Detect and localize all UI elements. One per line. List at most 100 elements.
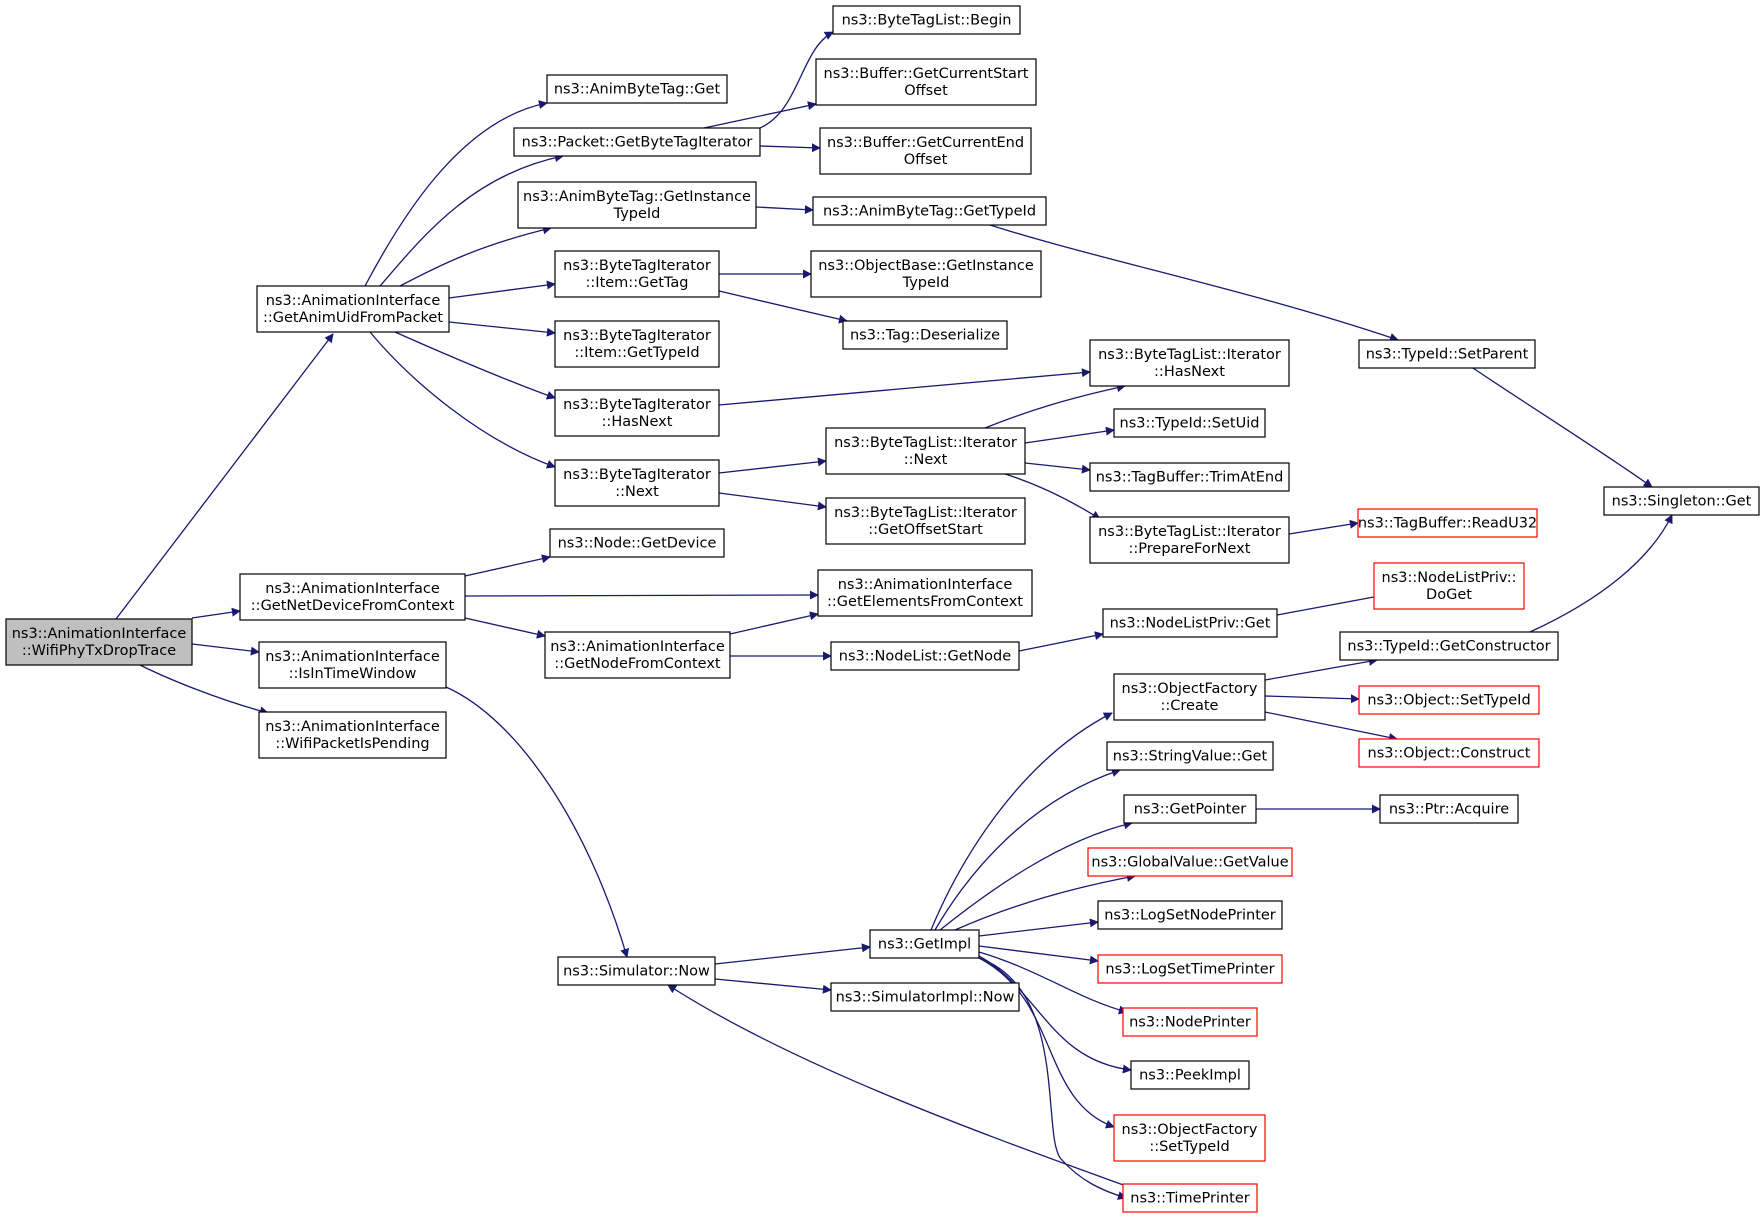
node-logSetTimePrinter[interactable]: ns3::LogSetTimePrinter <box>1097 954 1283 984</box>
node-label: ns3::ObjectFactory <box>1122 1122 1258 1138</box>
call-nodes: ns3::AnimationInterface::WifiPhyTxDropTr… <box>5 5 1760 1213</box>
node-typeIdSetUid[interactable]: ns3::TypeId::SetUid <box>1113 408 1266 438</box>
edge-getAnimUid-to-btiHasNext <box>394 331 556 400</box>
node-getPointer[interactable]: ns3::GetPointer <box>1123 794 1257 824</box>
node-label: ::PrepareForNext <box>1129 541 1251 557</box>
node-label: ns3::ByteTagIterator <box>563 258 711 274</box>
node-box <box>812 196 1047 226</box>
node-btiItemGetTypeId[interactable]: ns3::ByteTagIterator::Item::GetTypeId <box>554 320 720 368</box>
node-globalValueGetValue[interactable]: ns3::GlobalValue::GetValue <box>1087 847 1293 877</box>
node-getImpl[interactable]: ns3::GetImpl <box>869 929 980 959</box>
node-label: ns3::TagBuffer::ReadU32 <box>1358 516 1537 532</box>
node-label: ::Next <box>615 484 659 500</box>
node-stringValueGet[interactable]: ns3::StringValue::Get <box>1106 741 1274 771</box>
node-box <box>1339 631 1559 661</box>
node-label: ns3::GetPointer <box>1134 802 1247 818</box>
node-box <box>815 58 1037 106</box>
node-box <box>557 956 716 986</box>
node-label: ns3::TypeId::GetConstructor <box>1347 639 1550 655</box>
node-tagBufferReadU32[interactable]: ns3::TagBuffer::ReadU32 <box>1357 508 1538 538</box>
node-label: ns3::NodeListPriv:: <box>1382 570 1517 586</box>
node-nodeListPrivDoGet[interactable]: ns3::NodeListPriv::DoGet <box>1373 562 1525 610</box>
node-logSetNodePrinter[interactable]: ns3::LogSetNodePrinter <box>1097 900 1283 930</box>
node-label: ns3::Node::GetDevice <box>558 536 717 552</box>
node-root[interactable]: ns3::AnimationInterface::WifiPhyTxDropTr… <box>5 618 193 666</box>
node-label: ::HasNext <box>1154 364 1225 380</box>
edge-btlIterNext-to-btlIterPrepareForNext <box>1004 473 1101 520</box>
node-label: ::Next <box>904 452 948 468</box>
node-box <box>1102 608 1278 638</box>
node-btlIterGetOffsetStart[interactable]: ns3::ByteTagList::Iterator::GetOffsetSta… <box>825 497 1026 545</box>
edge-getAnimUid-to-packetGetByteTagIter <box>379 153 564 287</box>
node-nodePrinter[interactable]: ns3::NodePrinter <box>1122 1007 1258 1037</box>
node-box <box>1122 1183 1258 1213</box>
node-btlBegin[interactable]: ns3::ByteTagList::Begin <box>832 5 1021 35</box>
node-box <box>1089 462 1290 492</box>
node-simulatorNow[interactable]: ns3::Simulator::Now <box>557 956 716 986</box>
node-objectConstruct[interactable]: ns3::Object::Construct <box>1358 738 1540 768</box>
edge-nodeListGetNode-to-nodeListPrivGet <box>1018 631 1104 652</box>
edge-btlIterNext-to-btlIterHasNext <box>984 383 1126 429</box>
node-btlIterHasNext[interactable]: ns3::ByteTagList::Iterator::HasNext <box>1089 339 1290 387</box>
edge-getImpl-to-objectFactorySetTypeId <box>978 957 1115 1129</box>
node-tagBufferTrimAtEnd[interactable]: ns3::TagBuffer::TrimAtEnd <box>1089 462 1290 492</box>
node-box <box>1130 1060 1250 1090</box>
node-label: ns3::Ptr::Acquire <box>1389 802 1509 818</box>
node-peekImpl[interactable]: ns3::PeekImpl <box>1130 1060 1250 1090</box>
node-label: ::GetNetDeviceFromContext <box>251 598 455 614</box>
node-btlIterPrepareForNext[interactable]: ns3::ByteTagList::Iterator::PrepareForNe… <box>1089 516 1290 564</box>
node-btlIterNext[interactable]: ns3::ByteTagList::Iterator::Next <box>825 427 1026 475</box>
edge-packetGetByteTagIter-to-bufferGetCurrentEndOffset <box>759 143 821 153</box>
node-nodeGetDevice[interactable]: ns3::Node::GetDevice <box>549 528 725 558</box>
node-timePrinter[interactable]: ns3::TimePrinter <box>1122 1183 1258 1213</box>
node-label: ::GetElementsFromContext <box>827 594 1023 610</box>
node-box <box>513 127 761 157</box>
node-objectFactoryCreate[interactable]: ns3::ObjectFactory::Create <box>1113 673 1266 721</box>
node-btiItemGetTag[interactable]: ns3::ByteTagIterator::Item::GetTag <box>554 250 720 298</box>
node-getNetDevice[interactable]: ns3::AnimationInterface::GetNetDeviceFro… <box>239 573 466 621</box>
edge-root-to-wifiPacketIsPending <box>139 664 269 716</box>
node-box <box>1122 1007 1258 1037</box>
node-wifiPacketIsPending[interactable]: ns3::AnimationInterface::WifiPacketIsPen… <box>258 711 447 759</box>
node-label: ns3::Packet::GetByteTagIterator <box>522 135 753 151</box>
node-nodeListGetNode[interactable]: ns3::NodeList::GetNode <box>830 641 1020 671</box>
node-animByteTagGetTypeId[interactable]: ns3::AnimByteTag::GetTypeId <box>812 196 1047 226</box>
node-label: ns3::AnimationInterface <box>265 581 440 597</box>
node-animByteTagGet[interactable]: ns3::AnimByteTag::Get <box>546 74 728 104</box>
node-isInTimeWindow[interactable]: ns3::AnimationInterface::IsInTimeWindow <box>258 641 447 689</box>
node-simulatorImplNow[interactable]: ns3::SimulatorImpl::Now <box>830 982 1020 1012</box>
node-tagDeserialize[interactable]: ns3::Tag::Deserialize <box>842 320 1008 350</box>
node-label: ::Create <box>1161 698 1219 714</box>
node-getElementsFromContext[interactable]: ns3::AnimationInterface::GetElementsFrom… <box>817 569 1033 617</box>
edge-btiNext-to-btlIterNext <box>718 457 827 474</box>
node-btiNext[interactable]: ns3::ByteTagIterator::Next <box>554 459 720 507</box>
node-box <box>554 459 720 507</box>
node-label: ns3::LogSetNodePrinter <box>1104 908 1276 924</box>
node-label: ns3::Buffer::GetCurrentStart <box>824 66 1029 82</box>
node-btiHasNext[interactable]: ns3::ByteTagIterator::HasNext <box>554 389 720 437</box>
node-packetGetByteTagIter[interactable]: ns3::Packet::GetByteTagIterator <box>513 127 761 157</box>
node-label: ::WifiPhyTxDropTrace <box>22 643 176 659</box>
node-label: ns3::ByteTagIterator <box>563 328 711 344</box>
edge-getImpl-to-timePrinter <box>978 957 1127 1200</box>
node-box <box>554 320 720 368</box>
node-getAnimUid[interactable]: ns3::AnimationInterface::GetAnimUidFromP… <box>256 285 450 333</box>
node-typeIdSetParent[interactable]: ns3::TypeId::SetParent <box>1358 339 1536 369</box>
edge-animByteTagGetTypeId-to-typeIdSetParent <box>989 224 1399 342</box>
edge-getImpl-to-getPointer <box>939 820 1133 931</box>
node-getNodeFromContext[interactable]: ns3::AnimationInterface::GetNodeFromCont… <box>544 631 731 679</box>
node-typeIdGetConstructor[interactable]: ns3::TypeId::GetConstructor <box>1339 631 1559 661</box>
node-ptrAcquire[interactable]: ns3::Ptr::Acquire <box>1379 794 1519 824</box>
node-nodeListPrivGet[interactable]: ns3::NodeListPriv::Get <box>1102 608 1278 638</box>
node-singletonGet[interactable]: ns3::Singleton::Get <box>1603 486 1760 516</box>
node-label: TypeId <box>902 275 950 291</box>
node-objectSetTypeId[interactable]: ns3::Object::SetTypeId <box>1358 685 1540 715</box>
edge-root-to-getAnimUid <box>115 333 334 620</box>
node-box <box>554 250 720 298</box>
node-objectFactorySetTypeId[interactable]: ns3::ObjectFactory::SetTypeId <box>1113 1114 1266 1162</box>
node-label: ::WifiPacketIsPending <box>275 736 429 752</box>
